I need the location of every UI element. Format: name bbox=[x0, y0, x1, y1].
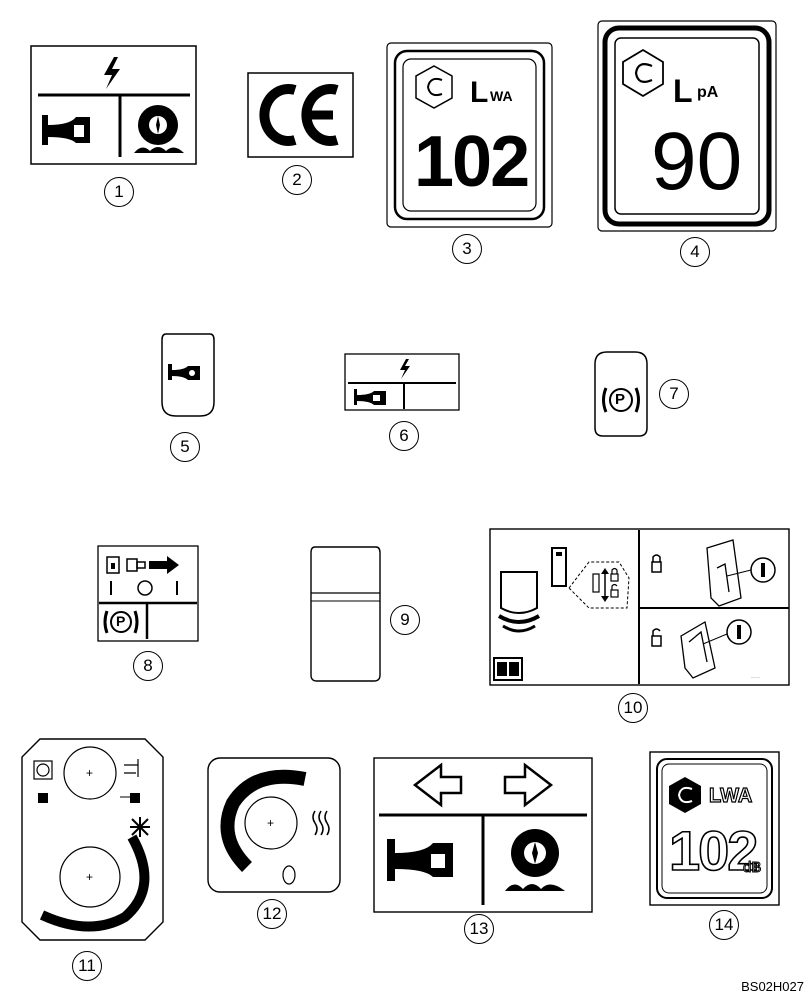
decal-9-blank-switch bbox=[309, 545, 382, 683]
lock-icon bbox=[610, 567, 619, 582]
decal-4-sound-pressure-label: L ...... pA 90 bbox=[597, 20, 777, 232]
horn-icon-2 bbox=[168, 364, 200, 380]
arrow-right-icon bbox=[149, 556, 179, 574]
wiper-icon-2 bbox=[505, 829, 565, 891]
decal-13-turn-signal-horn-wiper bbox=[373, 757, 593, 913]
battery-icon bbox=[106, 556, 120, 574]
decal-7-parking-brake-switch: P bbox=[593, 348, 649, 440]
book-icon bbox=[493, 657, 523, 681]
decal-4-value: 90 bbox=[651, 116, 743, 207]
callout-8: 8 bbox=[133, 651, 163, 681]
ear-hexagon-icon-2 bbox=[622, 48, 664, 98]
callout-2: 2 bbox=[282, 165, 312, 195]
decal-8-brake-transmission: P bbox=[97, 545, 199, 642]
svg-text:L: L bbox=[470, 76, 488, 109]
decal-6-horn-label bbox=[344, 353, 460, 411]
horn-icon-4 bbox=[387, 839, 453, 881]
ear-hexagon-icon-3 bbox=[669, 777, 701, 813]
turn-right-arrow-icon bbox=[503, 762, 554, 808]
decal-1-horn-wiper bbox=[30, 45, 197, 165]
fresh-air-icon bbox=[124, 759, 139, 777]
decal-5-horn-switch bbox=[160, 330, 216, 420]
horn-icon-3 bbox=[354, 389, 386, 405]
callout-14: 14 bbox=[709, 910, 739, 940]
parking-brake-icon bbox=[602, 387, 640, 413]
callout-5: 5 bbox=[170, 432, 200, 462]
decal-3-unit: WA bbox=[490, 88, 513, 104]
callout-3: 3 bbox=[452, 234, 482, 264]
decal-3-sound-power-label: L WA 102 bbox=[386, 42, 553, 228]
decal-14-value: 102 bbox=[668, 819, 759, 882]
callout-6: 6 bbox=[389, 421, 419, 451]
decal-8-p-symbol: P bbox=[116, 613, 126, 629]
decal-14-suffix: dB bbox=[742, 859, 762, 877]
turn-left-arrow-icon bbox=[412, 762, 463, 808]
decal-14-unit: LWA bbox=[708, 784, 753, 807]
svg-text:........: ........ bbox=[751, 674, 760, 679]
snowflake-icon bbox=[130, 817, 150, 837]
svg-text:+: + bbox=[267, 816, 274, 830]
callout-1: 1 bbox=[104, 177, 134, 207]
seat-icon bbox=[497, 571, 541, 633]
horn-icon bbox=[42, 115, 90, 145]
callout-11: 11 bbox=[72, 951, 102, 981]
callout-10: 10 bbox=[618, 693, 648, 723]
plug-icon bbox=[126, 558, 146, 572]
svg-text:+: + bbox=[86, 766, 93, 780]
callout-12: 12 bbox=[257, 899, 287, 929]
decal-11-climate-dial-panel: + + bbox=[20, 737, 165, 942]
callout-7: 7 bbox=[659, 379, 689, 409]
heat-icon bbox=[312, 810, 330, 836]
svg-text:L: L bbox=[673, 73, 693, 109]
wiper-icon bbox=[134, 105, 184, 153]
callout-4: 4 bbox=[680, 237, 710, 267]
decal-12-heater-dial: + bbox=[207, 757, 341, 893]
lightning-icon-2 bbox=[400, 359, 410, 379]
svg-text:......: ...... bbox=[737, 221, 745, 227]
decal-2-ce-mark bbox=[247, 72, 354, 158]
ce-mark-icon bbox=[259, 84, 339, 146]
callout-9: 9 bbox=[390, 605, 420, 635]
ear-hexagon-icon bbox=[415, 65, 453, 109]
decal-14-sound-power-label: LWA 102 dB bbox=[649, 751, 780, 906]
decal-7-p-symbol: P bbox=[615, 391, 626, 408]
lightning-icon bbox=[104, 57, 120, 89]
recirculation-icon bbox=[33, 760, 53, 780]
drawing-code: BS02H027 bbox=[741, 979, 804, 994]
decal-3-value: 102 bbox=[414, 122, 530, 202]
callout-13: 13 bbox=[464, 914, 494, 944]
svg-text:+: + bbox=[86, 870, 93, 884]
lock-icon-2 bbox=[651, 554, 662, 573]
decal-4-unit: pA bbox=[697, 84, 719, 101]
unlock-icon-2 bbox=[651, 628, 662, 647]
decal-10-seat-lock-instruction: ........ bbox=[489, 528, 790, 686]
parking-brake-icon-2 bbox=[103, 610, 139, 634]
unlock-icon bbox=[610, 583, 619, 598]
